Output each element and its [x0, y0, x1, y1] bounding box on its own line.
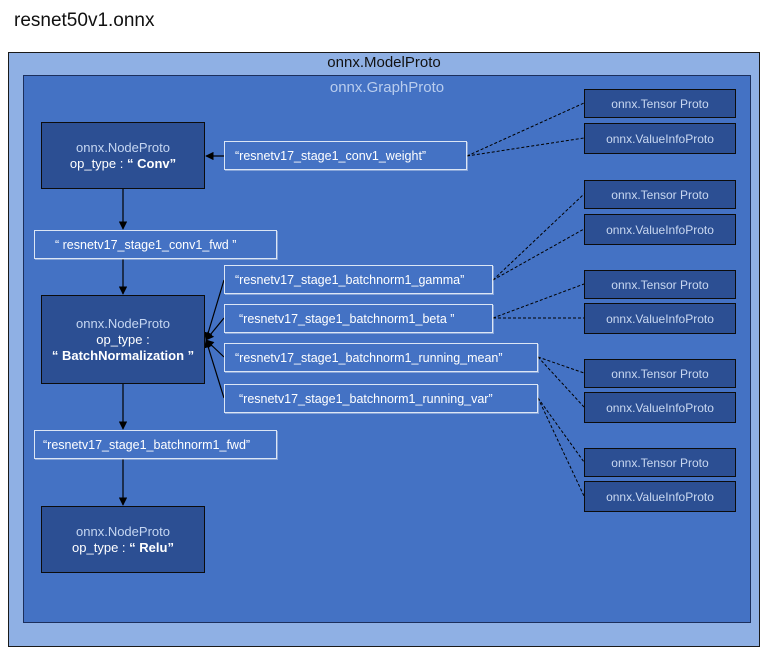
valueinfo-proto-box: onnx.ValueInfoProto	[584, 392, 736, 423]
tensor-bn-running-mean: “resnetv17_stage1_batchnorm1_running_mea…	[224, 343, 538, 372]
model-proto-label: onnx.ModelProto	[327, 54, 441, 71]
node-op-type: op_type : “ Conv”	[70, 156, 176, 172]
tensor-conv1-fwd: “ resnetv17_stage1_conv1_fwd ”	[34, 230, 277, 259]
link-gamma-valueinfo	[492, 228, 585, 281]
link-mean-valueinfo	[537, 356, 585, 408]
valueinfo-proto-box: onnx.ValueInfoProto	[584, 214, 736, 245]
link-gamma-tensor	[492, 193, 585, 281]
node-proto-label: onnx.NodeProto	[76, 315, 170, 331]
op-type-prefix: op_type :	[96, 331, 150, 347]
tensor-bn-beta: “resnetv17_stage1_batchnorm1_beta ”	[224, 304, 493, 333]
node-op-type: op_type : “ Relu”	[72, 540, 174, 556]
valueinfo-proto-box: onnx.ValueInfoProto	[584, 303, 736, 334]
arrow-beta-to-bn	[205, 317, 225, 341]
node-relu: onnx.NodeProto op_type : “ Relu”	[41, 506, 205, 573]
link-weight-tensor	[466, 102, 585, 157]
tensor-proto-box: onnx.Tensor Proto	[584, 359, 736, 388]
op-type-value: “ BatchNormalization ”	[51, 347, 195, 363]
tensor-conv1-weight: “resnetv17_stage1_conv1_weight”	[224, 141, 467, 170]
op-type-prefix: op_type :	[72, 539, 126, 555]
link-beta-tensor	[492, 283, 585, 319]
arrow-var-to-bn	[204, 339, 225, 399]
tensor-proto-box: onnx.Tensor Proto	[584, 180, 736, 209]
tensor-proto-box: onnx.Tensor Proto	[584, 270, 736, 299]
tensor-proto-box: onnx.Tensor Proto	[584, 448, 736, 477]
valueinfo-proto-box: onnx.ValueInfoProto	[584, 123, 736, 154]
arrow-gamma-to-bn	[204, 279, 225, 341]
node-batchnormalization: onnx.NodeProto op_type : “ BatchNormaliz…	[41, 295, 205, 384]
node-proto-label: onnx.NodeProto	[76, 523, 170, 539]
tensor-proto-box: onnx.Tensor Proto	[584, 89, 736, 118]
tensor-bn-running-var: “resnetv17_stage1_batchnorm1_running_var…	[224, 384, 538, 413]
op-type-prefix: op_type :	[69, 155, 124, 171]
link-var-valueinfo	[537, 397, 585, 497]
op-type-value: “ Conv”	[127, 155, 177, 171]
tensor-bn-gamma: “resnetv17_stage1_batchnorm1_gamma”	[224, 265, 493, 294]
node-conv: onnx.NodeProto op_type : “ Conv”	[41, 122, 205, 189]
link-weight-valueinfo	[466, 137, 585, 157]
op-type-value: “ Relu”	[129, 539, 174, 555]
link-mean-tensor	[537, 356, 585, 374]
tensor-bn-fwd: “resnetv17_stage1_batchnorm1_fwd”	[34, 430, 277, 459]
link-var-tensor	[537, 397, 585, 463]
node-proto-label: onnx.NodeProto	[76, 139, 170, 155]
page-title: resnet50v1.onnx	[14, 10, 155, 31]
valueinfo-proto-box: onnx.ValueInfoProto	[584, 481, 736, 512]
graph-proto-label: onnx.GraphProto	[329, 79, 445, 96]
